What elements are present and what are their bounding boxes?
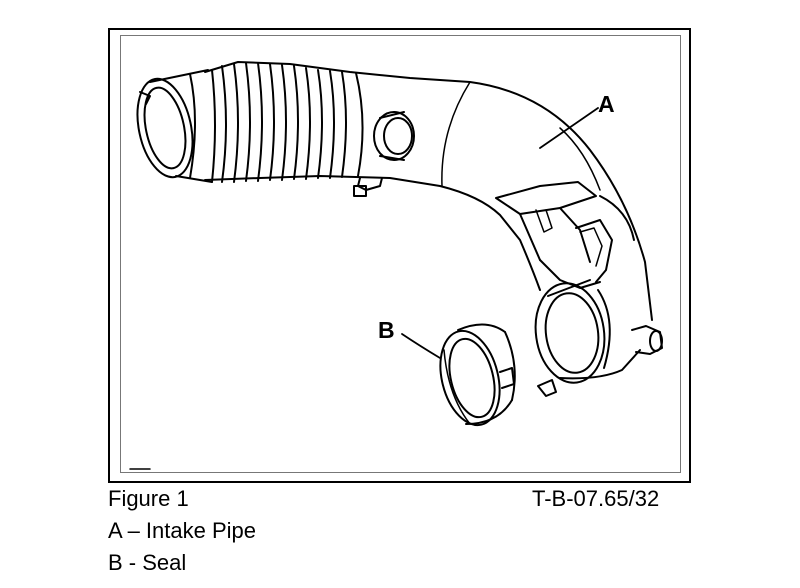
seal <box>439 323 516 427</box>
intake-pipe <box>136 61 663 397</box>
legend-item-a: A – Intake Pipe <box>108 518 256 543</box>
figure-inner-frame <box>120 35 681 473</box>
pipe-outlet <box>534 279 663 397</box>
figure-caption: Figure 1 <box>108 486 189 511</box>
legend-item-b: B - Seal <box>108 550 187 575</box>
pipe-inlet <box>136 69 213 183</box>
bellows <box>211 62 364 183</box>
callout-b-label: B <box>378 317 395 343</box>
elbow-bracket <box>495 181 635 289</box>
mounting-tab <box>353 177 383 197</box>
callout-leaders <box>401 107 599 359</box>
figure-reference-code: T-B-07.65/32 <box>532 486 660 511</box>
side-port <box>373 111 415 161</box>
figure-frame <box>108 28 691 483</box>
callout-a-label: A <box>598 91 615 117</box>
